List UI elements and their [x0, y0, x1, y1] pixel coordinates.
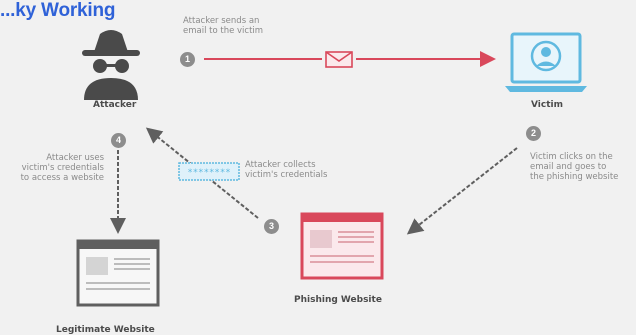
step-badge-2: 2: [526, 126, 541, 141]
password-field-icon: ********: [178, 162, 240, 181]
attacker-label: Attacker: [93, 100, 137, 110]
legitimate-website-label: Legitimate Website: [56, 325, 155, 335]
browser-window-icon: [76, 239, 160, 307]
phishing-website-label: Phishing Website: [294, 295, 382, 305]
arrow-victim-to-phishing: [406, 147, 518, 235]
step-badge-4: 4: [111, 133, 126, 148]
svg-text:********: ********: [187, 168, 230, 178]
envelope-icon: [322, 50, 356, 69]
laptop-user-icon: [505, 32, 587, 92]
browser-window-icon: [300, 212, 384, 280]
step-badge-1: 1: [180, 52, 195, 67]
victim-label: Victim: [531, 100, 563, 110]
step-badge-3: 3: [264, 219, 279, 234]
page-title: ...ky Working: [0, 0, 116, 21]
spy-icon: [82, 30, 140, 100]
arrow-phishing-to-attacker: [145, 127, 259, 219]
